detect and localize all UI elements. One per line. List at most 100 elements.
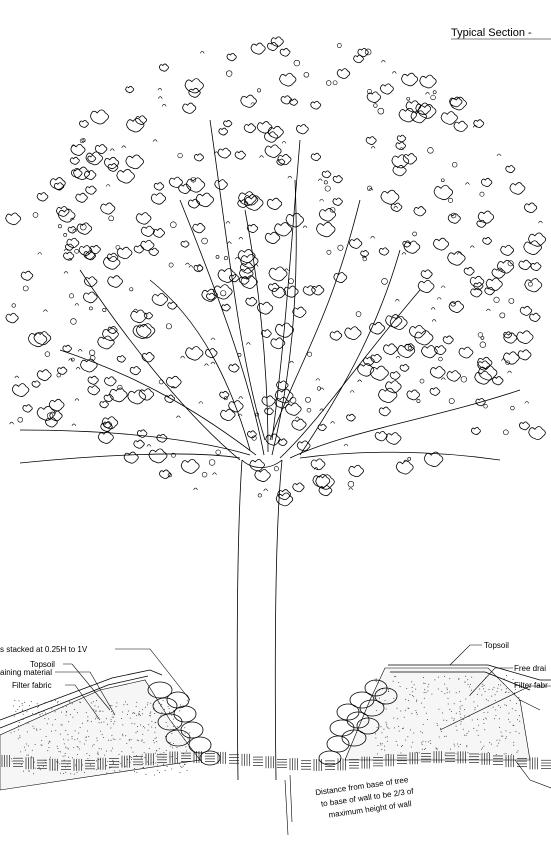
gravel-dot xyxy=(385,736,387,738)
gravel-dot xyxy=(106,772,108,774)
boulder xyxy=(188,736,212,754)
leaf-cluster xyxy=(69,156,80,165)
gravel-dot xyxy=(467,752,469,754)
gravel-dot xyxy=(112,761,114,763)
leaf-cluster xyxy=(485,277,503,292)
gravel-dot xyxy=(97,753,99,755)
leaf-cluster xyxy=(469,275,485,288)
leaf-dot xyxy=(332,80,338,86)
gravel-dot xyxy=(492,706,494,708)
gravel-dot xyxy=(437,688,439,690)
gravel-dot xyxy=(161,703,163,705)
gravel-dot xyxy=(469,686,471,688)
leaf-cluster xyxy=(57,366,68,375)
gravel-dot xyxy=(85,736,87,738)
gravel-dot xyxy=(454,745,456,747)
leaf-cluster xyxy=(132,324,152,339)
gravel-dot xyxy=(508,712,510,714)
gravel-dot xyxy=(122,724,124,726)
gravel-dot xyxy=(76,712,78,714)
gravel-dot xyxy=(24,701,26,703)
gravel-dot xyxy=(465,698,467,700)
gravel-dot xyxy=(102,710,104,712)
leaf-cluster xyxy=(245,296,258,307)
gravel-dot xyxy=(483,745,485,747)
gravel-dot xyxy=(27,745,29,747)
right-gravel-fill xyxy=(344,667,531,761)
leaf-cluster xyxy=(366,91,382,103)
leaf-cluster xyxy=(528,426,546,440)
leaf-cluster xyxy=(291,418,307,431)
gravel-dot xyxy=(21,702,23,704)
gravel-dot xyxy=(65,746,67,748)
leaf-cluster xyxy=(500,244,514,256)
leaf-cluster xyxy=(517,349,532,361)
leaf-arc xyxy=(317,178,323,182)
gravel-dot xyxy=(399,686,401,688)
gravel-dot xyxy=(34,767,36,769)
gravel-dot xyxy=(152,740,154,742)
leaf-cluster xyxy=(447,251,466,266)
gravel-dot xyxy=(95,716,97,718)
leaf-arc xyxy=(501,358,506,361)
gravel-dot xyxy=(64,752,66,754)
leaf-cluster xyxy=(429,387,441,396)
gravel-dot xyxy=(487,711,489,713)
leaf-cluster xyxy=(423,451,444,467)
leaf-cluster xyxy=(97,431,114,444)
gravel-dot xyxy=(119,738,121,740)
gravel-dot xyxy=(79,701,81,703)
trunk-crotch xyxy=(241,459,283,468)
gravel-dot xyxy=(481,694,483,696)
leaf-cluster xyxy=(396,134,407,143)
gravel-dot xyxy=(128,740,130,742)
leaf-arc xyxy=(176,415,181,419)
leaf-cluster xyxy=(274,396,290,409)
gravel-dot xyxy=(50,730,52,732)
leaf-dot xyxy=(450,212,457,219)
leaf-dot xyxy=(223,256,228,261)
gravel-dot xyxy=(156,741,158,743)
gravel-dot xyxy=(509,732,511,734)
gravel-dot xyxy=(393,727,395,729)
gravel-dot xyxy=(474,709,476,711)
leaf-dot xyxy=(56,373,61,378)
leaf-cluster xyxy=(70,143,86,156)
gravel-dot xyxy=(185,746,187,748)
gravel-dot xyxy=(498,742,500,744)
leaf-arc xyxy=(43,309,48,312)
leaf-cluster xyxy=(475,397,486,407)
gravel-dot xyxy=(39,769,41,771)
gravel-dot xyxy=(169,711,171,713)
gravel-dot xyxy=(138,740,140,742)
gravel-dot xyxy=(481,747,483,749)
gravel-dot xyxy=(393,697,395,699)
leaf-cluster xyxy=(243,123,257,134)
gravel-dot xyxy=(99,710,101,712)
gravel-dot xyxy=(464,675,466,677)
leaf-cluster xyxy=(148,448,168,464)
gravel-dot xyxy=(96,737,98,739)
gravel-dot xyxy=(453,718,455,720)
gravel-dot xyxy=(155,722,157,724)
boulder xyxy=(157,713,183,731)
gravel-dot xyxy=(141,757,143,759)
label-right-topsoil: Topsoil xyxy=(484,641,509,650)
leaf-cluster xyxy=(429,366,446,379)
gravel-dot xyxy=(466,745,468,747)
gravel-dot xyxy=(111,705,113,707)
leaf-arc xyxy=(14,375,20,379)
gravel-dot xyxy=(55,730,57,732)
gravel-dot xyxy=(151,726,153,728)
gravel-dot xyxy=(179,710,181,712)
gravel-dot xyxy=(185,750,187,752)
gravel-dot xyxy=(503,682,505,684)
leaf-cluster xyxy=(417,104,437,119)
gravel-dot xyxy=(112,716,114,718)
gravel-dot xyxy=(166,766,168,768)
gravel-dot xyxy=(41,739,43,741)
leaf-cluster xyxy=(266,197,283,210)
leaf-cluster xyxy=(391,154,410,169)
leaf-arc xyxy=(440,285,446,289)
leaf-cluster xyxy=(395,460,414,475)
